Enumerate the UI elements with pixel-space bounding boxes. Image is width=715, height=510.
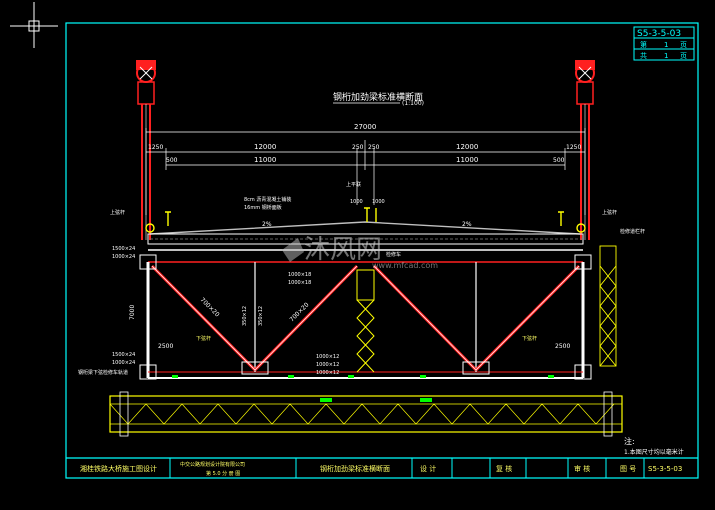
sheet-value: 1 xyxy=(664,41,668,49)
tb-check: 复 核 xyxy=(496,464,512,473)
tb-project: 湘桂铁路大桥施工图设计 xyxy=(80,464,157,473)
watermark-url: www.mfcad.com xyxy=(372,261,438,270)
dim-height: 7000 xyxy=(129,305,136,320)
railing-posts xyxy=(145,207,586,233)
slope-left: 2% xyxy=(262,221,272,228)
center-top-b: 1000 xyxy=(372,199,385,205)
slope-right: 2% xyxy=(462,221,472,228)
left-top-tag: 上弦杆 xyxy=(110,209,125,216)
right-hanger xyxy=(575,60,595,240)
dim-right-span: 12000 xyxy=(456,143,478,151)
left-member-a: 1500×24 xyxy=(112,246,135,252)
left-note: 钢桁梁下弦检修车轨道 xyxy=(78,369,128,376)
total-label: 共 xyxy=(640,51,647,60)
left-member-b: 1000×24 xyxy=(112,254,135,260)
dim-right-inner: 11000 xyxy=(456,156,478,164)
tb-drawing-no-label: 图 号 xyxy=(620,465,636,473)
tb-drawing-no: S5-3-5-03 xyxy=(648,465,682,473)
dim-left-edge: 1250 xyxy=(148,144,163,151)
dim-right-edge: 1250 xyxy=(566,144,581,151)
mid-left-b: 1000×18 xyxy=(288,280,311,286)
total-value: 1 xyxy=(664,52,668,60)
tb-design: 设 计 xyxy=(420,464,436,473)
dim-bottom-left: 2500 xyxy=(158,343,173,350)
bottom-mid-a: 1000×12 xyxy=(316,354,339,360)
dim-center-left: 250 xyxy=(352,144,364,151)
dim-bottom-right: 2500 xyxy=(555,343,570,350)
left-member-d: 1000×24 xyxy=(112,360,135,366)
tb-review: 审 核 xyxy=(574,464,590,473)
watermark-brand: 沐风网 xyxy=(304,235,382,265)
rail-tag: 检修道栏杆 xyxy=(620,228,645,235)
right-top-tag: 上弦杆 xyxy=(602,209,617,216)
sheet-drawing-no: S5-3-5-03 xyxy=(637,29,681,39)
inspection-platform xyxy=(109,391,623,437)
dimension-lines xyxy=(145,128,586,215)
bottom-mid-b: 1000×12 xyxy=(316,362,339,368)
pave-note-2: 16mm 钢桥面板 xyxy=(244,204,282,211)
dim-left-offset: 500 xyxy=(166,157,178,164)
title-block xyxy=(169,458,645,478)
notes-item-1: 1.本图尺寸均以毫米计 xyxy=(624,448,684,456)
left-member-c: 1500×24 xyxy=(112,352,135,358)
mid-left-a: 1000×18 xyxy=(288,272,311,278)
cad-crosshair-cursor xyxy=(10,2,58,48)
diag-left-2: 700×20 xyxy=(288,301,310,323)
right-lattice-column xyxy=(599,245,617,367)
vert-left-2: 350×12 xyxy=(258,306,264,326)
dim-left-span: 12000 xyxy=(254,143,276,151)
tb-institute-2: 第 5.0 分 册 图 xyxy=(206,470,240,477)
drawing-scale: (1:100) xyxy=(402,100,424,107)
deck xyxy=(147,221,584,263)
vert-left: 350×12 xyxy=(242,306,248,326)
notes-heading: 注: xyxy=(624,436,635,446)
total-unit: 页 xyxy=(680,52,687,60)
right-bottom-tag: 下弦杆 xyxy=(522,335,537,342)
center-top-a: 1000 xyxy=(350,199,363,205)
dim-overall: 27000 xyxy=(354,123,376,131)
dim-right-offset: 500 xyxy=(553,157,565,164)
sheet-number-box xyxy=(633,26,695,61)
pave-note-1: 8cm 沥青混凝土铺装 xyxy=(244,196,291,203)
left-hanger xyxy=(136,60,156,240)
watermark: 沐风网 www.mfcad.com xyxy=(282,235,438,270)
center-tag: 上平联 xyxy=(346,181,361,188)
bottom-mid-c: 1000×12 xyxy=(316,370,339,376)
drawing-title: 钢桁加劲梁标准横断面 xyxy=(333,91,423,103)
sheet-unit: 页 xyxy=(680,41,687,49)
dim-center-right: 250 xyxy=(368,144,380,151)
sheet-label: 第 xyxy=(640,40,647,49)
main-truss xyxy=(139,254,592,380)
tb-institute-1: 中交公路规划设计院有限公司 xyxy=(180,461,245,468)
left-bottom-tag: 下弦杆 xyxy=(196,335,211,342)
dim-left-inner: 11000 xyxy=(254,156,276,164)
inspection-tag: 检修车 xyxy=(386,251,401,258)
tb-drawing-name: 钢桁加劲梁标准横断面 xyxy=(320,464,390,473)
drawing-frame xyxy=(65,22,699,479)
